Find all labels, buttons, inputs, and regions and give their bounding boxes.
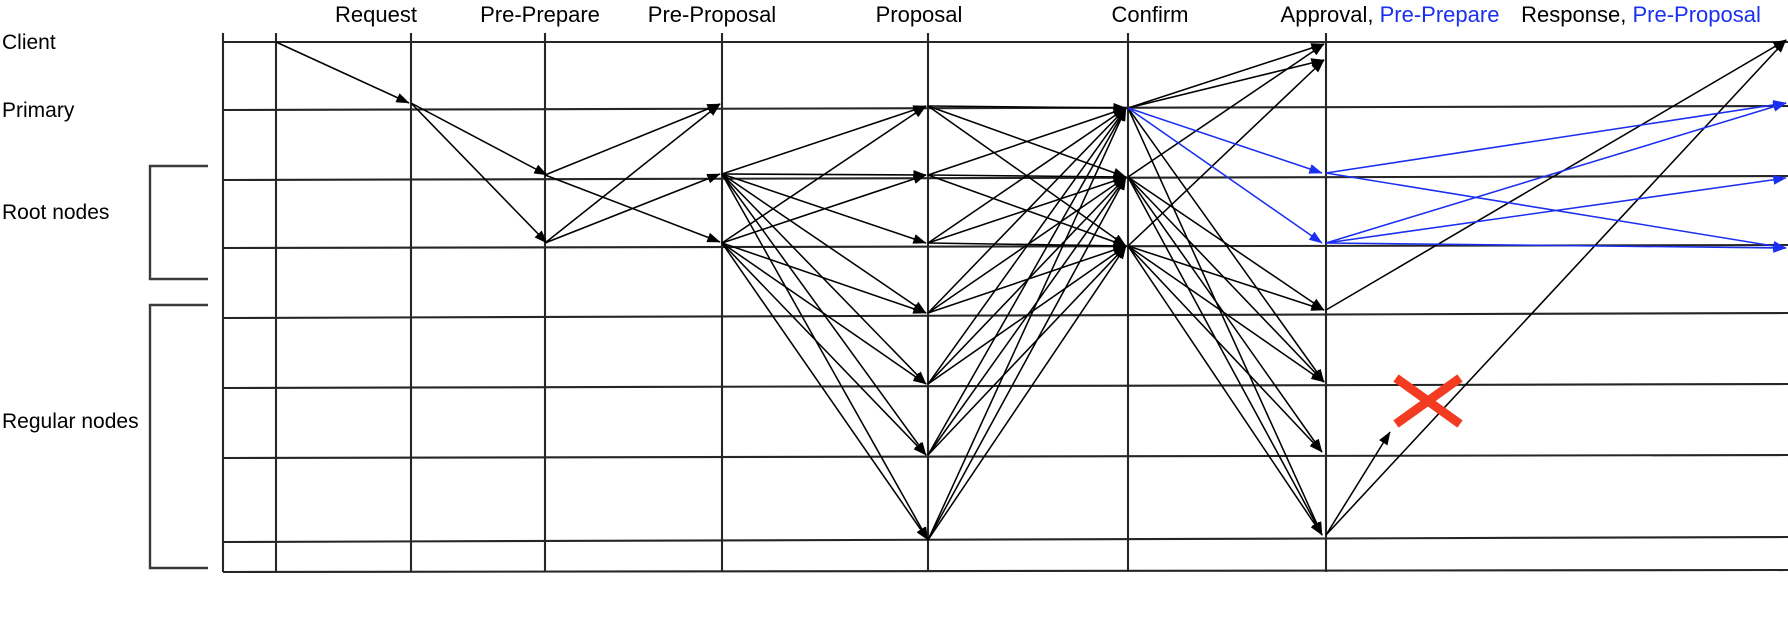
message-arrow (1127, 107, 1325, 383)
message-arrow (927, 102, 1127, 113)
message-group-approval (1127, 43, 1325, 536)
message-arrow-blue (1325, 101, 1787, 244)
phase-label-pre-proposal: Pre-Proposal (648, 2, 776, 27)
message-arrow (1325, 39, 1787, 311)
message-arrow (721, 173, 929, 541)
phase-label-approval: Approval, Pre-Prepare (1281, 2, 1500, 27)
message-group-request (275, 41, 410, 104)
message-arrow (927, 174, 1127, 247)
timeline-primary (222, 104, 1788, 112)
message-arrow (410, 102, 548, 176)
message-arrow (927, 176, 1127, 385)
message-arrow (721, 242, 927, 456)
message-arrow (927, 105, 1127, 247)
message-group-pre-prepare (410, 102, 548, 244)
message-arrow (1127, 43, 1325, 178)
message-arrow (1127, 176, 1323, 453)
timeline-regular-5 (222, 568, 1788, 574)
timeline-root-1 (222, 174, 1788, 182)
message-arrow (544, 173, 721, 244)
message-arrow-blue (1325, 172, 1787, 251)
message-arrow (1127, 43, 1325, 109)
message-arrow (721, 242, 927, 314)
message-arrow (721, 173, 927, 385)
message-arrow (1127, 245, 1323, 453)
message-arrow (1127, 58, 1325, 109)
message-arrow (721, 173, 927, 456)
timeline-regular-2 (222, 382, 1788, 390)
group-label-regular-nodes: Regular nodes (2, 410, 139, 433)
timeline-regular-4 (222, 535, 1788, 544)
message-arrow (1127, 245, 1323, 536)
message-arrow (1127, 245, 1325, 383)
message-arrow (721, 173, 927, 314)
message-group-pre-proposal (544, 103, 721, 244)
phase-label-proposal: Proposal (876, 2, 963, 27)
group-brackets (148, 164, 208, 570)
message-group-response (1325, 39, 1787, 536)
message-arrow (721, 242, 927, 385)
message-arrow (410, 102, 548, 244)
message-arrow (275, 41, 410, 104)
message-arrow-blue (1325, 100, 1787, 174)
message-arrow (1127, 176, 1325, 383)
message-arrow (927, 240, 1127, 251)
role-label-primary: Primary (2, 99, 75, 122)
message-arrow (721, 105, 927, 175)
bracket-regular-nodes (148, 303, 208, 570)
phase-label-response: Response, Pre-Proposal (1521, 2, 1761, 27)
message-arrow (721, 105, 927, 244)
message-arrow (927, 245, 1127, 385)
timeline-regular-3 (222, 453, 1788, 460)
message-arrow (1127, 176, 1323, 536)
bracket-root-nodes (148, 164, 208, 281)
message-arrow (1325, 39, 1787, 536)
phase-label-confirm: Confirm (1111, 2, 1188, 27)
message-arrow (544, 103, 721, 176)
message-arrow-blue (1127, 107, 1323, 244)
message-arrow (927, 245, 1127, 314)
message-group-confirm (927, 102, 1127, 541)
message-arrow (927, 107, 1127, 541)
message-arrow (927, 107, 1127, 385)
message-group-proposal (721, 105, 929, 541)
message-arrow (1127, 176, 1325, 311)
message-arrow (1325, 431, 1391, 536)
message-arrow (1127, 107, 1323, 536)
message-arrow (721, 174, 927, 244)
message-arrow (927, 105, 1127, 178)
phase-label-pre-prepare: Pre-Prepare (480, 2, 600, 27)
failure-cross-icon (1393, 374, 1463, 428)
message-arrow (927, 176, 1127, 541)
message-arrow (1127, 245, 1325, 311)
phase-header-row: Request Pre-Prepare Pre-Proposal Proposa… (335, 2, 1761, 27)
message-arrow (1127, 59, 1325, 247)
message-arrow (544, 103, 721, 244)
message-arrow (721, 242, 929, 541)
message-arrow (927, 245, 1127, 456)
phase-label-request: Request (335, 2, 417, 27)
group-label-root-nodes: Root nodes (2, 201, 109, 224)
role-label-column: Client Primary Root nodes Regular nodes (2, 31, 139, 433)
timeline-grid (221, 33, 1788, 574)
timeline-regular-1 (222, 311, 1788, 320)
message-arrow-blue (1325, 242, 1787, 253)
role-label-client: Client (2, 31, 56, 54)
message-arrow (927, 245, 1127, 541)
message-arrow-blue (1127, 107, 1323, 174)
